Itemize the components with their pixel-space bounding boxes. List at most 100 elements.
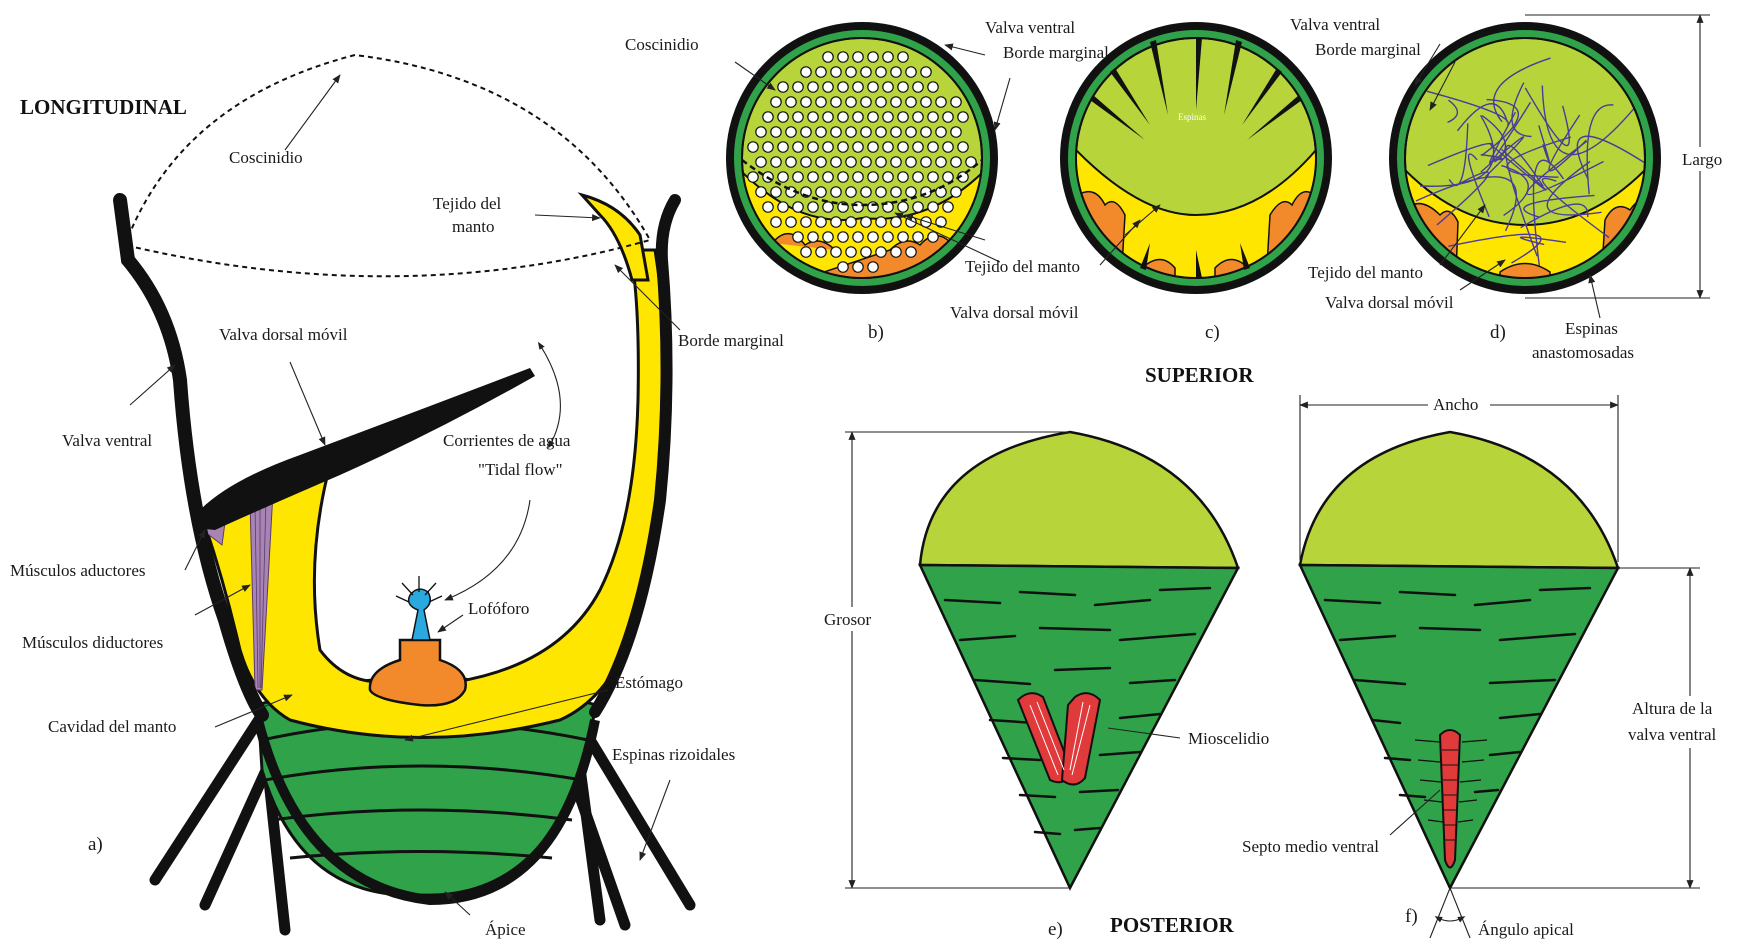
pore	[771, 157, 781, 167]
lophophore	[396, 576, 442, 640]
pore	[868, 232, 878, 242]
pore	[906, 187, 916, 197]
label-a-musculos-aductores: Músculos aductores	[10, 561, 146, 580]
pore	[831, 157, 841, 167]
pore	[748, 142, 758, 152]
pore	[936, 97, 946, 107]
pore	[913, 202, 923, 212]
label-a-corrientes-1: Corrientes de agua	[443, 431, 571, 450]
pore	[928, 232, 938, 242]
pore	[928, 82, 938, 92]
pore	[921, 127, 931, 137]
pore	[778, 82, 788, 92]
pore	[883, 172, 893, 182]
pore	[921, 97, 931, 107]
pore	[906, 247, 916, 257]
label-d-valva-dorsal: Valva dorsal móvil	[1325, 293, 1454, 312]
pore	[846, 97, 856, 107]
panel-a-title: LONGITUDINAL	[20, 95, 187, 119]
pore	[786, 127, 796, 137]
pore	[883, 232, 893, 242]
pore	[756, 157, 766, 167]
pore	[928, 142, 938, 152]
pore	[838, 112, 848, 122]
pore	[928, 112, 938, 122]
label-d-espinas-1: Espinas	[1565, 319, 1618, 338]
pore	[793, 232, 803, 242]
panel-f-posterior: Ancho Altura de la valva ventral Septo m…	[1242, 393, 1746, 939]
pore	[861, 157, 871, 167]
pore	[853, 52, 863, 62]
label-a-cavidad: Cavidad del manto	[48, 717, 176, 736]
pore	[883, 52, 893, 62]
pore	[951, 127, 961, 137]
pore	[756, 187, 766, 197]
pore	[823, 112, 833, 122]
pore	[876, 97, 886, 107]
pore	[808, 142, 818, 152]
pore	[831, 97, 841, 107]
pore	[763, 112, 773, 122]
pore	[771, 217, 781, 227]
pore	[853, 262, 863, 272]
pore	[958, 112, 968, 122]
pore	[763, 142, 773, 152]
label-d-tejido-manto: Tejido del manto	[1308, 263, 1423, 282]
pore	[891, 187, 901, 197]
pore	[816, 187, 826, 197]
pore	[943, 142, 953, 152]
label-a-espinas-rizoidales: Espinas rizoidales	[612, 745, 735, 764]
pore	[801, 127, 811, 137]
mantle-tissue-strip	[582, 195, 648, 280]
label-a-valva-ventral: Valva ventral	[62, 431, 152, 450]
pore	[793, 142, 803, 152]
pore	[883, 142, 893, 152]
pore	[823, 172, 833, 182]
label-d-largo: Largo	[1682, 150, 1722, 169]
pore	[816, 157, 826, 167]
panel-f-letter: f)	[1405, 906, 1418, 927]
label-a-valva-dorsal: Valva dorsal móvil	[219, 325, 348, 344]
pore	[943, 112, 953, 122]
pore	[876, 67, 886, 77]
pore	[951, 157, 961, 167]
apical-angle	[1430, 888, 1470, 938]
pore	[846, 157, 856, 167]
pore	[936, 127, 946, 137]
pore	[891, 67, 901, 77]
panel-d-superior: Largo Valva ventral Borde marginal Tejid…	[1290, 15, 1749, 362]
pore	[913, 232, 923, 242]
pore	[906, 127, 916, 137]
pore	[876, 187, 886, 197]
pore	[853, 172, 863, 182]
pore	[868, 52, 878, 62]
pore	[771, 97, 781, 107]
pore	[898, 82, 908, 92]
label-d-borde-marginal: Borde marginal	[1315, 40, 1421, 59]
pore	[786, 97, 796, 107]
pore	[793, 172, 803, 182]
pore	[816, 247, 826, 257]
pore	[823, 52, 833, 62]
panel-e-letter: e)	[1048, 919, 1063, 940]
label-a-musculos-diductores: Músculos diductores	[22, 633, 163, 652]
pore	[936, 157, 946, 167]
pore	[898, 52, 908, 62]
panel-b-letter: b)	[868, 322, 884, 343]
label-b-coscinidio: Coscinidio	[625, 35, 699, 54]
pore	[808, 82, 818, 92]
pore	[831, 127, 841, 137]
pore	[913, 142, 923, 152]
pore	[846, 67, 856, 77]
superior-title: SUPERIOR	[1145, 363, 1254, 387]
pore	[951, 187, 961, 197]
pore	[913, 112, 923, 122]
pore	[831, 247, 841, 257]
pore	[951, 97, 961, 107]
pore	[861, 187, 871, 197]
label-f-ancho: Ancho	[1433, 395, 1478, 414]
label-d-valva-ventral: Valva ventral	[1290, 15, 1380, 34]
pore	[838, 262, 848, 272]
label-f-angulo: Ángulo apical	[1478, 920, 1574, 939]
panel-c-letter: c)	[1205, 322, 1220, 343]
